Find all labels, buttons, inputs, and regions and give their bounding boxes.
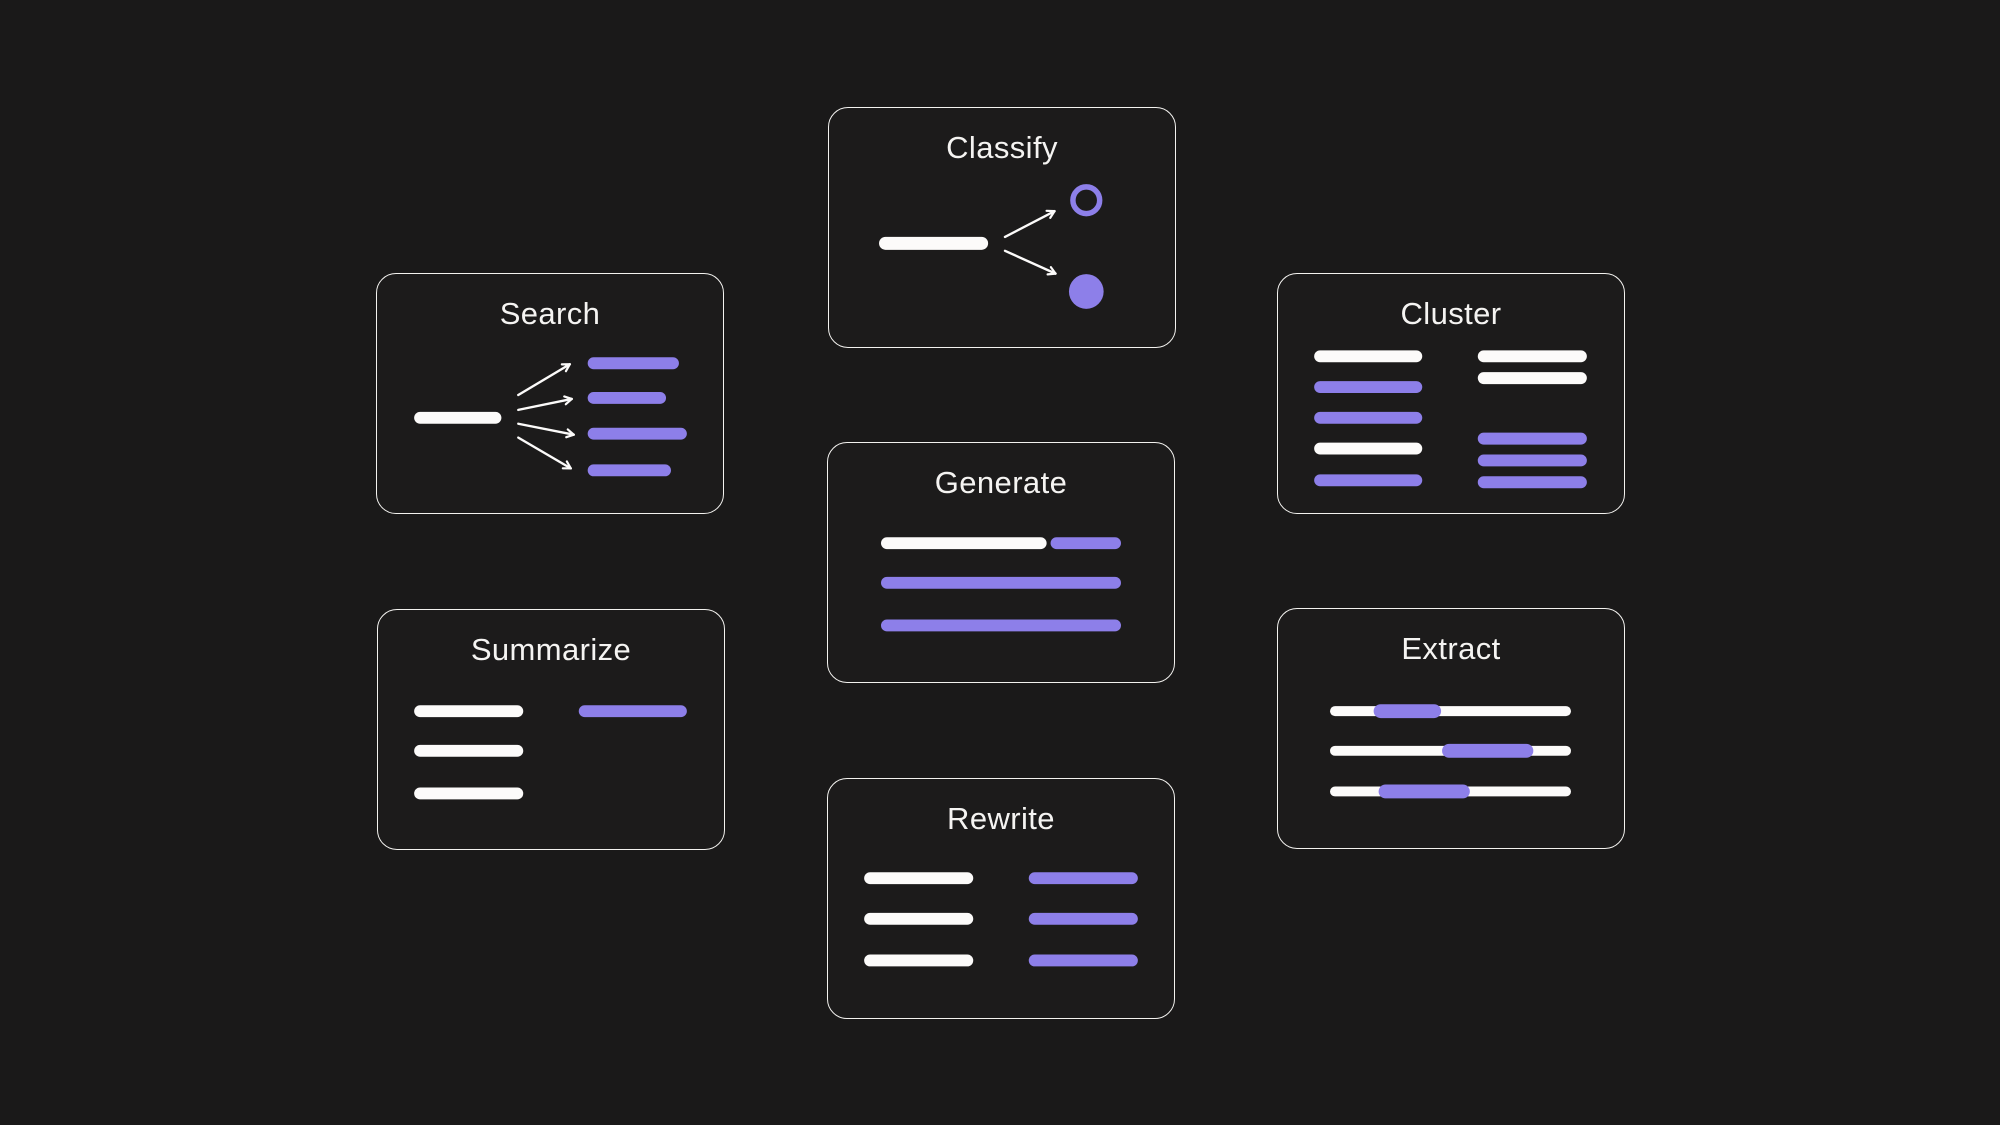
extract-title: Extract [1401,631,1501,666]
arrow-to-class-b [1003,249,1057,276]
source-text-line-2 [414,744,524,757]
purple-cluster-line-1 [1477,432,1587,445]
left-line-purple-3 [1314,474,1423,487]
rewrite-title: Rewrite [947,801,1055,836]
condensed-lines-diagram-icon [414,705,687,800]
grouped-lines-diagram-icon [1314,350,1587,489]
white-cluster-line-2 [1477,372,1587,385]
left-line-white-2 [1314,442,1423,455]
result-line-3 [587,427,687,440]
original-line-3 [864,954,974,967]
arrow-to-result-1 [517,363,572,397]
purple-cluster-line-2 [1477,454,1587,467]
summarize-title: Summarize [470,632,632,667]
source-text-line-1 [414,705,524,718]
category-ring-icon [1070,184,1103,217]
parallel-rewrite-diagram-icon [864,872,1138,967]
white-cluster-line-1 [1477,350,1587,363]
purple-cluster-line-3 [1477,476,1587,489]
original-line-1 [864,872,974,885]
highlight-span-1 [1373,704,1442,719]
cluster-title: Cluster [1400,296,1502,331]
rewritten-line-2 [1028,912,1138,925]
card-cluster: Cluster [1277,273,1625,514]
left-line-purple-2 [1314,411,1423,424]
prompt-text-line [881,537,1047,550]
generated-line-1 [881,576,1121,589]
highlighted-spans-diagram-icon [1330,704,1571,799]
card-summarize: Summarize [377,609,725,850]
generated-line-2 [881,619,1121,632]
query-text-line [414,411,502,424]
card-search: Search [376,273,724,514]
highlight-span-3 [1378,784,1470,799]
source-text-line-3 [414,787,524,800]
rewritten-line-3 [1028,954,1138,967]
arrow-to-result-3 [517,422,575,439]
result-line-4 [587,464,671,477]
document-line-1 [1330,706,1571,717]
search-title: Search [499,296,601,331]
result-line-2 [587,392,667,404]
category-dot-icon [1068,274,1104,309]
card-generate: Generate [827,442,1175,683]
highlight-span-2 [1442,743,1534,758]
original-line-2 [864,912,974,925]
card-extract: Extract [1277,608,1625,849]
text-continuation-diagram-icon [881,537,1121,632]
arrow-to-result-4 [517,436,573,470]
arrow-to-result-2 [517,395,574,412]
result-line-1 [587,357,679,370]
arrow-to-class-a [1003,209,1056,239]
left-line-purple-1 [1314,381,1423,394]
generated-continuation-line [1050,537,1121,550]
left-line-white-1 [1314,350,1423,363]
fan-out-arrows-diagram-icon [414,357,687,477]
input-text-line [879,236,989,250]
card-classify: Classify [828,107,1176,348]
card-rewrite: Rewrite [827,778,1175,1019]
rewritten-line-1 [1028,872,1138,885]
branch-to-categories-diagram-icon [879,184,1104,309]
classify-title: Classify [946,130,1058,165]
generate-title: Generate [934,465,1068,500]
summary-line [578,705,687,718]
